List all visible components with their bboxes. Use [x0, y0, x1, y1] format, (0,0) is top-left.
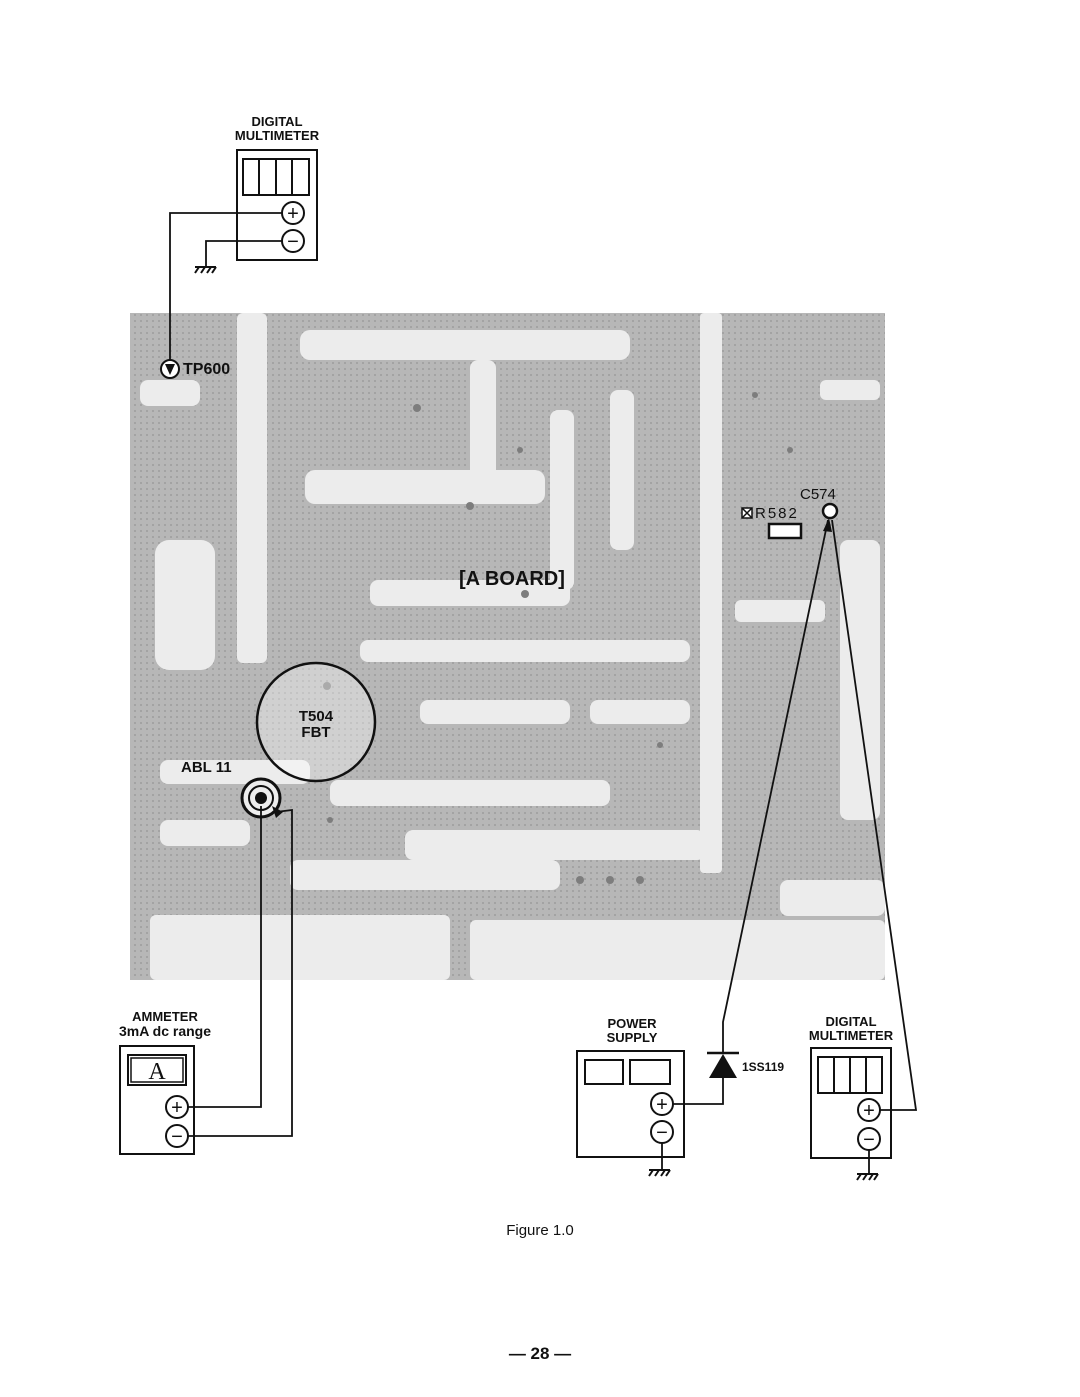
plus-symbol: + [656, 1094, 668, 1116]
right-dmm-label-line1: DIGITAL [825, 1014, 877, 1029]
ammeter-body [119, 1045, 195, 1155]
power-supply-label-line1: POWER [607, 1016, 657, 1031]
t504-label: T504 FBT [292, 709, 340, 741]
t504-label-line2: FBT [301, 724, 331, 741]
minus-symbol: − [863, 1129, 875, 1151]
test-leads [169, 212, 918, 1174]
plus-symbol: + [863, 1100, 875, 1122]
ammeter-label: AMMETER 3mA dc range [105, 1009, 225, 1039]
minus-symbol: − [287, 231, 299, 253]
top-dmm-label-line1: DIGITAL [251, 114, 303, 129]
ammeter-display-glyph: A [148, 1059, 166, 1085]
figure-caption: Figure 1.0 [506, 1222, 574, 1239]
top-dmm-body [236, 149, 318, 261]
ground-icon [648, 1169, 671, 1177]
board-title: [A BOARD] [459, 568, 565, 590]
power-supply-label: POWER SUPPLY [582, 1017, 682, 1045]
r582-marker-icon [741, 507, 803, 540]
power-supply-label-line2: SUPPLY [606, 1030, 658, 1045]
ground-icon [194, 266, 217, 274]
plus-symbol: + [287, 203, 299, 225]
power-supply-body [576, 1050, 685, 1158]
arrow-icon [272, 806, 283, 818]
c574-testpoint-icon [821, 502, 839, 520]
plus-symbol: + [171, 1097, 183, 1119]
right-dmm-body [810, 1047, 892, 1159]
pcb-board-image [130, 313, 885, 980]
diode-icon [707, 1051, 739, 1078]
page-number: — 28 — [508, 1344, 572, 1363]
top-dmm-label-line2: MULTIMETER [234, 128, 320, 143]
minus-symbol: − [656, 1122, 668, 1144]
ammeter-label-line1: AMMETER [132, 1009, 198, 1024]
ammeter-label-line2: 3mA dc range [118, 1023, 212, 1039]
abl-label: ABL 11 [181, 759, 232, 776]
t504-outline [255, 661, 377, 783]
right-dmm-label: DIGITAL MULTIMETER [791, 1015, 911, 1043]
right-dmm-label-line2: MULTIMETER [808, 1028, 894, 1043]
diode-label: 1SS119 [742, 1060, 785, 1074]
r582-label: R582 [755, 505, 799, 522]
minus-symbol: − [171, 1126, 183, 1148]
ground-icon [856, 1173, 879, 1181]
top-dmm-label: DIGITAL MULTIMETER [217, 115, 337, 143]
tp600-testpoint-icon [160, 359, 180, 379]
arrow-icon [823, 518, 832, 532]
t504-label-line1: T504 [298, 708, 334, 725]
c574-label: C574 [800, 486, 836, 503]
tp600-label: TP600 [183, 361, 231, 378]
